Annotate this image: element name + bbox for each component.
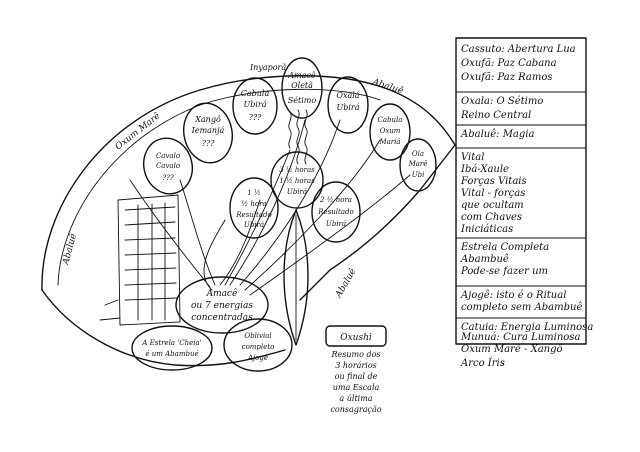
outer-wedge — [41, 75, 456, 367]
cavalo-line3: ??? — [162, 174, 174, 182]
oxushi-box: Oxushi Resumo dos 3 horários ou final de… — [325, 325, 387, 414]
cabula-oxum-line1: Cabula — [378, 116, 403, 124]
edge-label-abalue-left: Abaluê — [60, 232, 79, 266]
oval-oblivial: Oblivial completo Ajogê — [223, 318, 293, 372]
dois-meio-line1: 2 ½ hora — [319, 196, 352, 204]
oxushi-body-4: uma Escala — [333, 383, 380, 392]
oval-inyapora: Inyaporã — [249, 63, 286, 72]
amace-center-line1: Amacê — [206, 288, 238, 299]
inyapora-label: Inyaporã — [249, 63, 286, 72]
tres-horas-line2: 1 ½ horas — [279, 177, 315, 185]
glossary-line: Pode-se fazer um — [460, 266, 548, 277]
oblivial-line3: Ajogê — [247, 354, 268, 362]
glossary-line: Ibá-Xaule — [460, 164, 509, 175]
oxala-line1: Oxalá — [336, 91, 359, 100]
glossary-line: Oxufã: Paz Cabana — [461, 58, 557, 69]
estrela-cheia-line1: A Estrela 'Cheia' — [141, 339, 201, 347]
glossary-line: completo sem Abambuê — [461, 302, 582, 313]
cabula-oxum-line2: Oxum — [380, 127, 401, 135]
ola-mare-line3: Ubi — [412, 171, 425, 179]
ola-mare-line2: Marê — [408, 160, 428, 168]
xango-line1: Xangô — [194, 115, 221, 124]
meio-hora-line3: Resultado — [235, 211, 271, 219]
meio-hora-line2: ½ hora — [241, 200, 266, 208]
glossary-line: Forças Vitais — [460, 176, 527, 187]
oval-cabula: Cabula Ubirá ??? — [232, 77, 278, 135]
oval-xango: Xangô Iemanjá ??? — [183, 102, 233, 164]
glossary-line: Catuia: Energia Luminosa — [461, 322, 593, 333]
xango-line3: ??? — [202, 139, 216, 148]
oval-dois-meio: 2 ½ hora Resultado Ubirá — [311, 181, 361, 243]
oval-amace-oleta: Amacê Oletã Sétimo — [281, 57, 323, 119]
glossary-panel — [455, 37, 587, 345]
glossary-line: Oxum Marê - Xangô — [461, 344, 563, 355]
cabula-line2: Ubirá — [243, 100, 266, 109]
oval-tres-horas: 3 ½ horas 1 ½ horas Ubirá — [270, 151, 324, 209]
glossary-line: Vital — [461, 152, 484, 163]
oval-meio-hora: 1 ½ ½ hora Resultado Ubirá — [229, 177, 279, 239]
cavalo-line1: Cavalo — [156, 152, 180, 160]
glossary-line: que ocultam — [461, 200, 524, 211]
glossary-line: Abaluê: Magia — [460, 129, 534, 140]
meio-hora-line4: Ubirá — [244, 221, 264, 229]
amace-oleta-line3: Sétimo — [288, 96, 317, 105]
glossary-line: Abambuê — [460, 254, 509, 265]
oblivial-line1: Oblivial — [244, 332, 271, 340]
oxushi-body-6: consagração — [330, 405, 381, 414]
wavy-lines — [288, 109, 308, 165]
oxala-line2: Ubirá — [336, 103, 359, 112]
building-sketch — [99, 194, 181, 326]
dois-meio-line3: Ubirá — [326, 220, 346, 228]
glossary-line: Oxufã: Paz Ramos — [461, 72, 553, 83]
glossary-line: Arco Íris — [460, 357, 505, 369]
oval-amace-center: Amacê ou 7 energias concentradas — [175, 276, 269, 334]
oxushi-title: Oxushi — [340, 333, 372, 343]
cavalo-line2: Cavalo — [156, 162, 180, 170]
amace-center-line3: concentradas — [191, 313, 253, 323]
estrela-cheia-line2: é um Abambué — [145, 350, 198, 358]
oxushi-body-3: ou final de — [335, 372, 378, 381]
edge-label-abalue-right: Abaluê — [333, 267, 359, 301]
glossary-line: Ajogê: isto é o Ritual — [460, 290, 566, 301]
tres-horas-line3: Ubirá — [287, 188, 307, 196]
oval-ola-mare: Ola Marê Ubi — [399, 138, 437, 192]
glossary-line: Vital - forças — [461, 188, 525, 199]
oval-estrela-cheia: A Estrela 'Cheia' é um Abambué — [131, 325, 213, 371]
oval-oxala: Oxalá Ubirá — [327, 76, 369, 134]
oxushi-body-5: a última — [339, 394, 372, 403]
dois-meio-line2: Resultado — [317, 208, 353, 216]
meio-hora-line1: 1 ½ — [247, 189, 261, 197]
cabula-line1: Cabula — [241, 89, 270, 98]
oval-cabula-oxum: Cabula Oxum Mariá — [369, 103, 411, 161]
ola-mare-line1: Ola — [412, 150, 424, 158]
glossary-line: Iniciáticas — [460, 224, 513, 235]
tres-horas-line1: 3 ½ horas — [279, 166, 315, 174]
amace-center-line2: ou 7 energias — [191, 301, 253, 311]
glossary-line: com Chaves — [461, 212, 522, 223]
central-lens — [283, 209, 309, 346]
oval-cavalo: Cavalo Cavalo ??? — [143, 137, 193, 195]
cabula-line3: ??? — [249, 113, 263, 122]
xango-line2: Iemanjá — [191, 126, 225, 135]
oblivial-line2: completo — [242, 343, 275, 351]
amace-oleta-line1: Amacê — [287, 71, 316, 80]
glossary-line: Estrela Completa — [460, 242, 549, 253]
glossary-line: Munuá: Cura Luminosa — [460, 332, 580, 343]
glossary-line: Oxala: O Sétimo — [461, 96, 543, 107]
cabula-oxum-line3: Mariá — [378, 138, 400, 146]
radiating-lines — [129, 119, 411, 296]
amace-oleta-line2: Oletã — [291, 81, 313, 90]
oxushi-body-1: Resumo dos — [330, 350, 380, 359]
edge-label-abalue-top: Abaluê — [370, 76, 404, 97]
glossary-line: Cassuto: Abertura Lua — [461, 44, 576, 55]
oxushi-body-2: 3 horários — [335, 361, 377, 370]
glossary-line: Reino Central — [460, 110, 531, 121]
